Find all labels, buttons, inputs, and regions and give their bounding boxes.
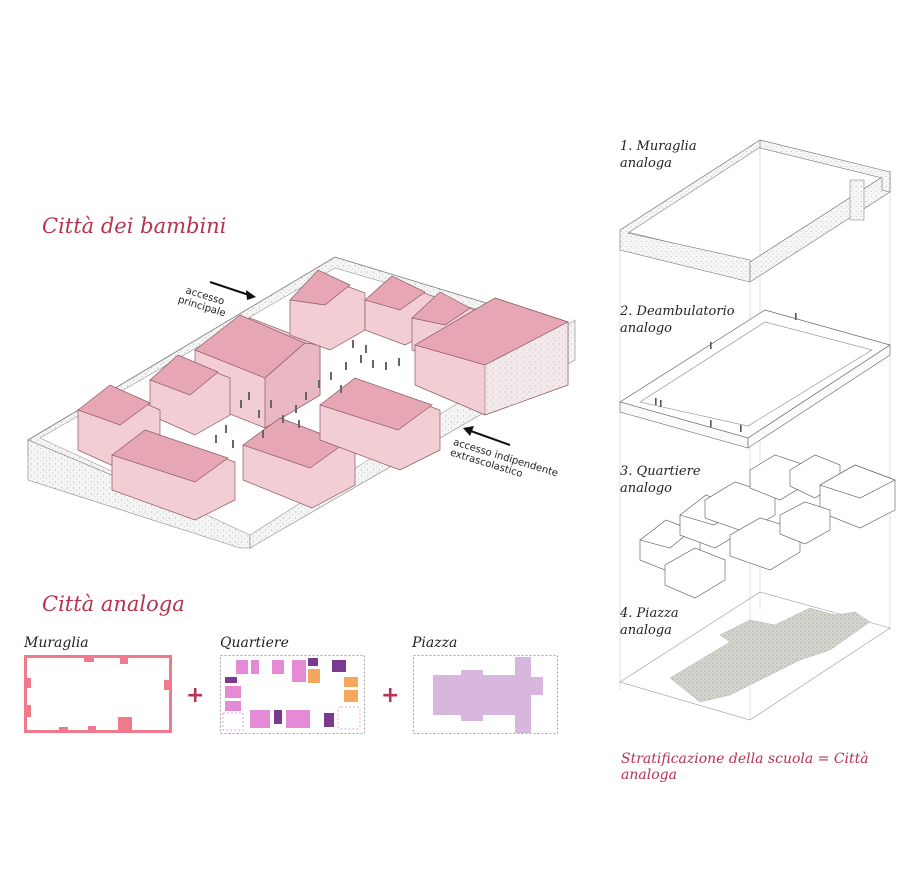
layer-3-title: 3. Quartiere [620,464,701,479]
plus-sign-1: + [186,683,205,708]
label-muraglia: Muraglia [24,635,89,651]
arrow-main-access [209,281,256,300]
muraglia-plan [24,655,172,733]
quartiere-plan [220,655,365,734]
stratification-diagram [619,139,896,721]
layer-2-label: 2. Deambulatorio analogo [620,303,735,337]
layer-4-subtitle: analoga [620,623,672,638]
layer-1-title: 1. Muraglia [620,139,697,154]
layer-4-title: 4. Piazza [620,606,679,621]
courtyard-people [215,340,400,448]
layer-2-title: 2. Deambulatorio [620,304,735,319]
layer-muraglia-drawing [619,139,891,283]
layer-piazza-drawing [619,591,891,721]
arrow-extra-access [463,426,511,446]
title-citta-dei-bambini: Città dei bambini [42,214,227,238]
title-citta-analoga: Città analoga [42,592,185,616]
label-piazza: Piazza [412,635,458,651]
main-axonometric-drawing [27,256,576,549]
piazza-plan [413,655,558,734]
layer-3-label: 3. Quartiere analogo [620,463,701,497]
plus-sign-2: + [381,683,400,708]
layer-4-label: 4. Piazza analoga [620,605,679,639]
layer-3-subtitle: analogo [620,481,673,496]
layer-deambulatorio-drawing [619,309,891,449]
layer-1-subtitle: analoga [620,156,672,171]
school-buildings [77,269,569,521]
layer-1-label: 1. Muraglia analoga [620,138,697,172]
layer-2-subtitle: analogo [620,321,673,336]
layer-quartiere-drawing [639,454,896,599]
caption-stratificazione: Stratificazione della scuola = Città ana… [621,751,869,783]
label-quartiere: Quartiere [220,635,289,651]
